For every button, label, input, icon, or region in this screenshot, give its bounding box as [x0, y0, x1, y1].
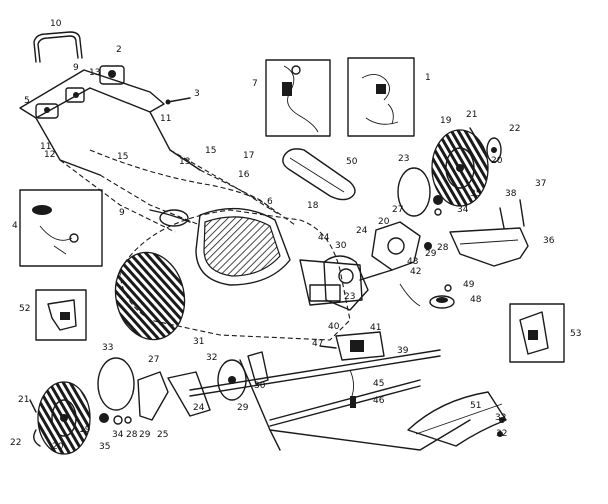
callout-51: 51: [470, 401, 481, 411]
callout-12: 12: [44, 150, 55, 160]
callout-48: 48: [470, 295, 482, 305]
callout-25: 25: [157, 430, 168, 440]
callout-11: 11: [40, 142, 51, 152]
callout-23: 23: [344, 292, 355, 302]
callout-17: 17: [243, 151, 254, 161]
callout-7: 7: [252, 79, 258, 89]
handle-assembly: [19, 31, 296, 233]
callout-30: 30: [254, 381, 266, 391]
callout-31: 31: [193, 337, 204, 347]
rear-baffle: [407, 391, 507, 447]
callout-45: 45: [373, 379, 384, 389]
callout-23: 23: [398, 154, 409, 164]
callout-46: 46: [373, 396, 385, 406]
callout-41: 41: [370, 323, 381, 333]
bracket-36: [449, 199, 529, 267]
callout-27: 27: [148, 355, 159, 365]
callout-9: 9: [119, 208, 125, 218]
callout-27: 27: [392, 205, 403, 215]
inset-box-4: [19, 189, 103, 267]
callout-4: 4: [12, 221, 18, 231]
callout-28: 28: [437, 243, 449, 253]
callout-52: 52: [19, 304, 30, 314]
callout-21: 21: [466, 110, 477, 120]
callout-33: 33: [102, 343, 113, 353]
wheel-assembly-right: [397, 127, 502, 217]
callout-16: 16: [238, 170, 250, 180]
callout-47: 47: [312, 339, 323, 349]
callout-10: 10: [50, 19, 62, 29]
callout-2: 2: [116, 45, 122, 55]
callout-42: 42: [410, 267, 421, 277]
inset-box-7: [265, 59, 331, 137]
callout-32: 32: [206, 353, 217, 363]
wheel-assembly-left: [29, 351, 269, 455]
callout-6: 6: [267, 197, 273, 207]
callout-53: 53: [570, 329, 581, 339]
rear-wheel-left-outline: [114, 251, 186, 341]
callout-21: 21: [18, 395, 29, 405]
callout-3: 3: [194, 89, 200, 99]
callout-29: 29: [425, 249, 437, 259]
callout-35: 35: [470, 189, 481, 199]
inset-box-53: [509, 303, 565, 363]
callout-15: 15: [117, 152, 128, 162]
callout-34: 34: [112, 430, 124, 440]
callout-15: 15: [205, 146, 216, 156]
transmission: [323, 255, 421, 311]
rear-axle-frame: [189, 349, 471, 451]
callout-34: 34: [457, 205, 469, 215]
callout-24: 24: [356, 226, 368, 236]
callout-40: 40: [328, 322, 340, 332]
callout-50: 50: [346, 157, 358, 167]
callout-28: 28: [126, 430, 138, 440]
callout-38: 38: [505, 189, 517, 199]
callout-49: 49: [463, 280, 475, 290]
callout-19: 19: [440, 116, 452, 126]
callout-22: 22: [509, 124, 520, 134]
callout-35: 35: [99, 442, 110, 452]
callout-11: 11: [160, 114, 171, 124]
callout-39: 39: [397, 346, 409, 356]
callout-1: 1: [425, 73, 431, 83]
drive-belt: [282, 148, 356, 201]
inset-box-1: [347, 57, 415, 137]
callout-13: 13: [179, 157, 190, 167]
callout-20: 20: [378, 217, 390, 227]
callout-20: 20: [491, 156, 503, 166]
callout-43: 43: [407, 257, 418, 267]
callout-32: 32: [495, 413, 506, 423]
inset-box-52: [35, 289, 87, 341]
callout-18: 18: [307, 201, 319, 211]
gear-case-right: [371, 221, 432, 271]
callout-30: 30: [335, 241, 347, 251]
callout-29: 29: [237, 403, 249, 413]
callout-19: 19: [79, 425, 91, 435]
callout-22: 22: [10, 438, 21, 448]
callout-36: 36: [543, 236, 555, 246]
callout-9: 9: [73, 63, 79, 73]
callout-20: 20: [52, 442, 64, 452]
callout-44: 44: [318, 233, 330, 243]
control-linkage: [319, 331, 385, 408]
callout-5: 5: [24, 96, 30, 106]
callout-13: 13: [89, 68, 100, 78]
callout-29: 29: [139, 430, 151, 440]
callout-32: 32: [496, 429, 507, 439]
callout-24: 24: [193, 403, 205, 413]
callout-37: 37: [535, 179, 546, 189]
pulley-48: [429, 284, 455, 309]
